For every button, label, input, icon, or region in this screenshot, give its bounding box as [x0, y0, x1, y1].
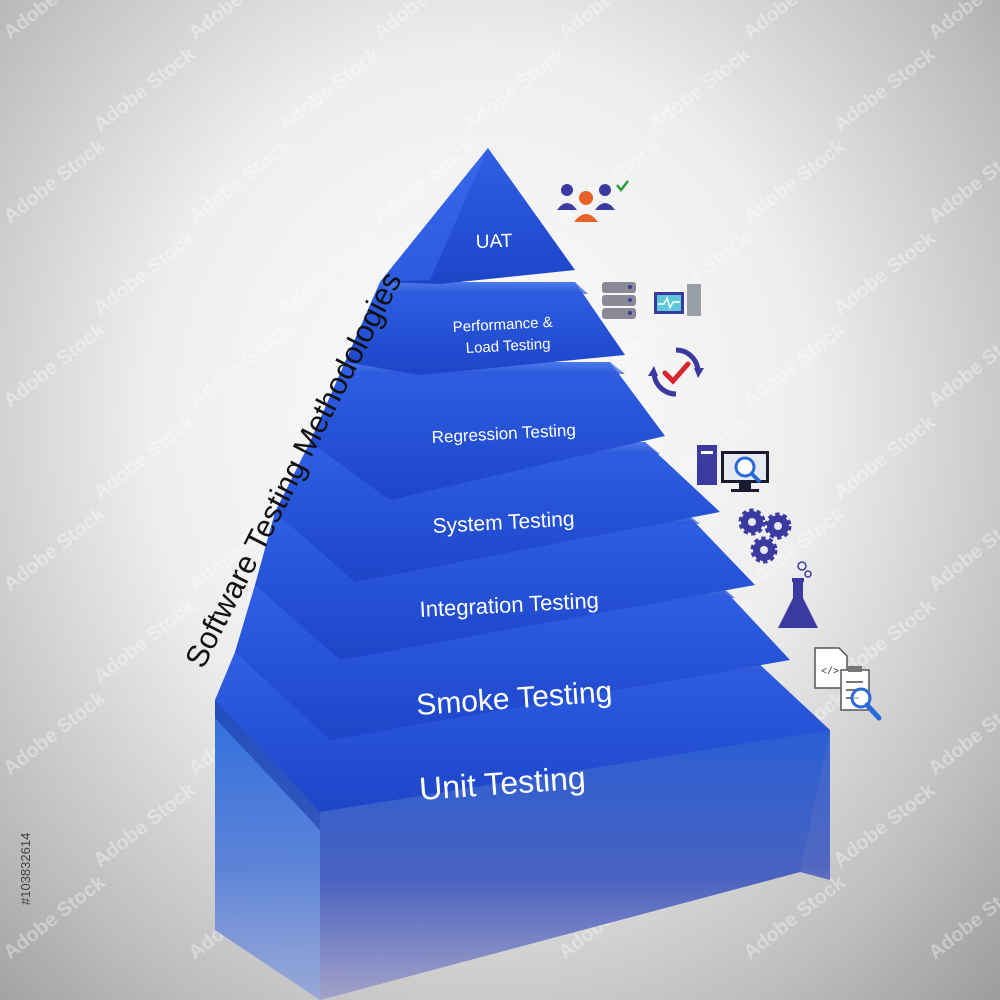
- watermark-text: Adobe Stock: [925, 0, 1000, 44]
- watermark-text: Adobe Stock: [830, 227, 941, 320]
- stock-id: #103832614: [18, 833, 33, 905]
- layer-uat: [380, 148, 575, 284]
- refresh-check-icon: [648, 347, 704, 397]
- watermark-text: Adobe Stock: [0, 871, 110, 964]
- watermark-text: Adobe Stock: [460, 43, 571, 136]
- watermark-text: Adobe Stock: [645, 43, 756, 136]
- watermark-text: Adobe Stock: [275, 43, 386, 136]
- watermark-text: Adobe Stock: [90, 779, 201, 872]
- watermark-text: Adobe Stock: [0, 503, 110, 596]
- watermark-text: Adobe Stock: [740, 135, 851, 228]
- watermark-text: Adobe Stock: [90, 43, 201, 136]
- watermark-text: Adobe Stock: [0, 319, 110, 412]
- watermark-text: Adobe Stock: [925, 503, 1000, 596]
- watermark-text: Adobe Stock: [740, 871, 851, 964]
- watermark-text: Adobe Stock: [90, 595, 201, 688]
- watermark-text: Adobe Stock: [0, 135, 110, 228]
- computer-inspect-icon: [697, 445, 769, 492]
- watermark-text: Adobe Stock: [90, 411, 201, 504]
- watermark-text: Adobe Stock: [925, 871, 1000, 964]
- watermark-text: Adobe Stock: [0, 687, 110, 780]
- label-performance-line2: Load Testing: [465, 336, 551, 357]
- label-performance-line1: Performance &: [452, 314, 553, 336]
- label-uat: UAT: [475, 231, 513, 253]
- watermark-text: Adobe Stock: [740, 0, 851, 44]
- watermark-text: Adobe Stock: [830, 43, 941, 136]
- watermark-text: Adobe Stock: [830, 411, 941, 504]
- watermark-text: Adobe Stock: [925, 319, 1000, 412]
- watermark-text: Adobe Stock: [185, 319, 296, 412]
- watermark-text: Adobe Stock: [555, 0, 666, 44]
- watermark-text: Adobe Stock: [185, 0, 296, 44]
- code-document-search-icon: </>: [814, 647, 882, 721]
- watermark-text: Adobe Stock: [185, 135, 296, 228]
- watermark-text: Adobe Stock: [925, 135, 1000, 228]
- gears-icon: [738, 508, 792, 564]
- watermark-text: Adobe Stock: [925, 687, 1000, 780]
- watermark-text: Adobe Stock: [740, 319, 851, 412]
- flask-icon: [778, 561, 818, 628]
- layer-performance-load-testing: [345, 282, 625, 375]
- watermark-text: Adobe Stock: [555, 135, 666, 228]
- server-monitor-icon: [602, 282, 701, 319]
- watermark-text: Adobe Stock: [90, 227, 201, 320]
- svg-text:</>: </>: [821, 666, 839, 678]
- pyramid-layers: [215, 148, 830, 830]
- watermark-text: Adobe Stock: [0, 0, 110, 44]
- users-approval-icon: [557, 180, 629, 222]
- watermark-text: Adobe Stock: [830, 779, 941, 872]
- watermark-text: Adobe Stock: [370, 0, 481, 44]
